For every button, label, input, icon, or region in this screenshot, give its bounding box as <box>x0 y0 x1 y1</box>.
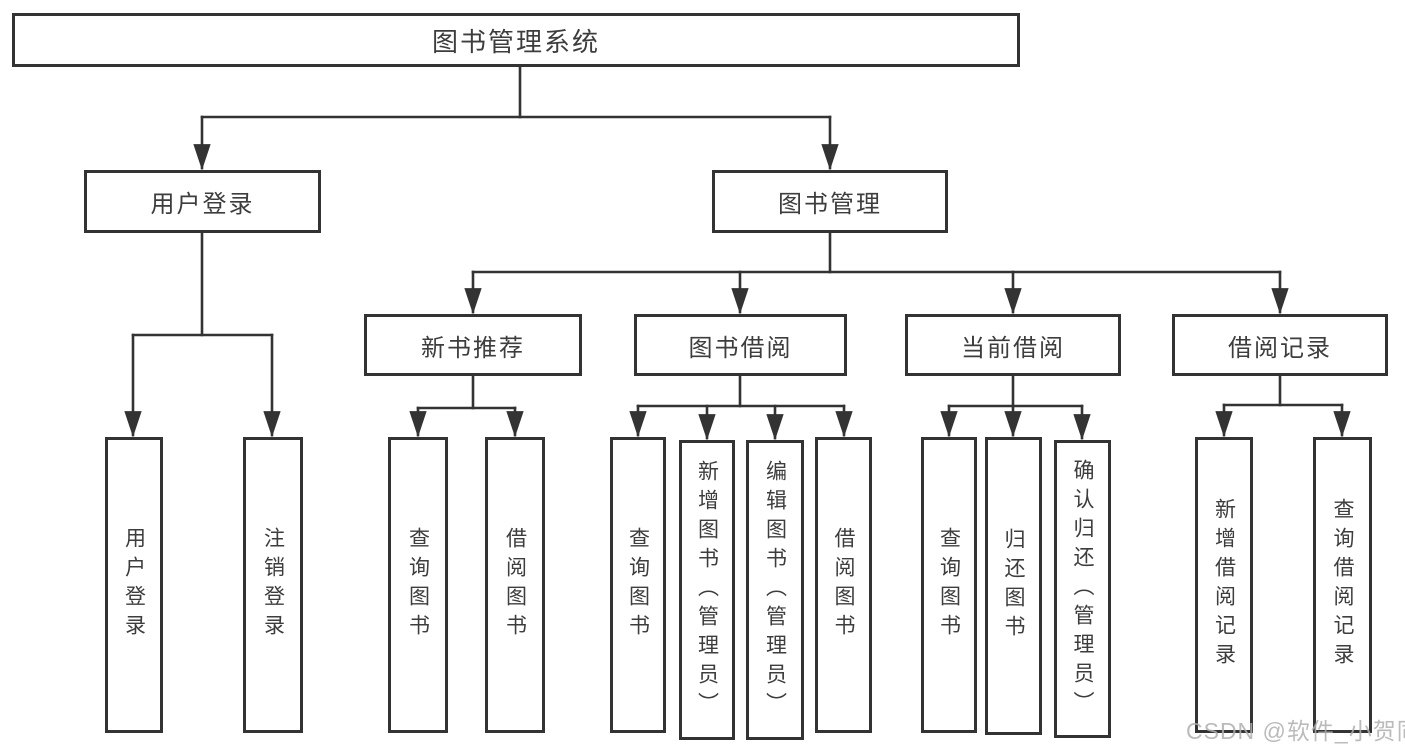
branch-book-borrowing <box>629 374 853 441</box>
node-book-borrowing: 图书借阅 <box>634 314 847 376</box>
leaf-query-book-current: 查询图书 <box>921 437 977 733</box>
branch-user-login <box>124 231 281 438</box>
leaf-logout: 注销登录 <box>243 437 303 733</box>
leaf-query-book-borrowing-label: 查询图书 <box>626 527 650 643</box>
leaf-query-book-recommend: 查询图书 <box>388 437 448 733</box>
leaf-user-login: 用户登录 <box>105 437 163 733</box>
node-user-login: 用户登录 <box>84 170 321 233</box>
leaf-borrow-book-recommend-label: 借阅图书 <box>503 527 527 643</box>
branch-book-management <box>464 231 1289 315</box>
csdn-watermark: CSDN @软件_小贺同学 <box>1186 718 1405 744</box>
leaf-query-book-current-label: 查询图书 <box>937 527 961 643</box>
leaf-borrow-book-borrowing: 借阅图书 <box>815 437 872 733</box>
leaf-query-book-borrowing: 查询图书 <box>610 437 666 733</box>
leaf-add-borrow-record-label: 新增借阅记录 <box>1212 498 1236 672</box>
node-root-label: 图书管理系统 <box>431 26 600 57</box>
node-book-borrowing-label: 图书借阅 <box>688 334 793 362</box>
leaf-borrow-book-recommend: 借阅图书 <box>485 437 545 733</box>
leaf-return-book-label: 归还图书 <box>1002 528 1025 644</box>
leaf-query-borrow-record: 查询借阅记录 <box>1313 437 1372 733</box>
leaf-query-book-recommend-label: 查询图书 <box>406 527 430 643</box>
leaf-edit-book-admin-label: 编辑图书（管理员） <box>763 459 787 721</box>
branch-root <box>193 65 839 171</box>
leaf-add-borrow-record: 新增借阅记录 <box>1195 437 1253 733</box>
leaf-add-book-admin: 新增图书（管理员） <box>679 440 735 740</box>
node-book-management-label: 图书管理 <box>778 191 882 218</box>
branch-current-borrowing <box>940 374 1091 441</box>
leaf-edit-book-admin: 编辑图书（管理员） <box>746 440 804 740</box>
node-new-book-recommend: 新书推荐 <box>364 314 582 376</box>
node-borrowing-records: 借阅记录 <box>1172 314 1388 376</box>
leaf-confirm-return-admin-label: 确认归还（管理员） <box>1071 458 1094 720</box>
node-new-book-recommend-label: 新书推荐 <box>421 334 525 362</box>
node-current-borrowing: 当前借阅 <box>905 314 1121 376</box>
node-book-management: 图书管理 <box>712 170 948 233</box>
branch-borrowing-records <box>1215 374 1351 438</box>
leaf-confirm-return-admin: 确认归还（管理员） <box>1054 440 1111 738</box>
node-current-borrowing-label: 当前借阅 <box>961 334 1065 362</box>
node-user-login-label: 用户登录 <box>150 191 255 218</box>
leaf-logout-label: 注销登录 <box>261 527 285 643</box>
leaf-query-borrow-record-label: 查询借阅记录 <box>1331 498 1354 672</box>
leaf-add-book-admin-label: 新增图书（管理员） <box>695 459 719 721</box>
leaf-user-login-label: 用户登录 <box>122 527 146 643</box>
node-borrowing-records-label: 借阅记录 <box>1228 334 1332 362</box>
node-root: 图书管理系统 <box>12 13 1020 67</box>
leaf-return-book: 归还图书 <box>985 437 1042 735</box>
leaf-borrow-book-borrowing-label: 借阅图书 <box>832 527 855 643</box>
branch-new-book-recommend <box>409 374 524 438</box>
